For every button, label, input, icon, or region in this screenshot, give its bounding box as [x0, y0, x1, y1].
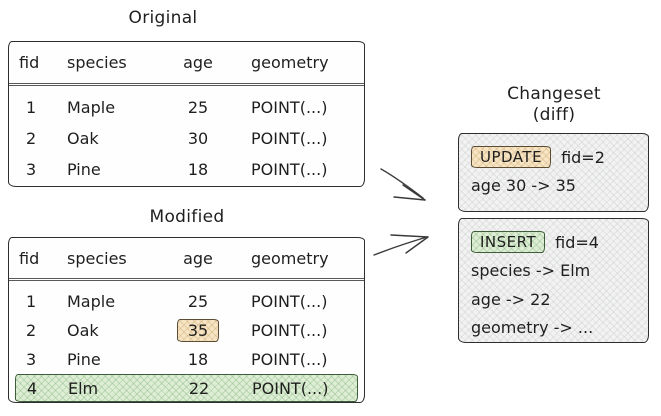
- column-header-geometry: geometry: [251, 248, 329, 268]
- arrow-original-to-changeset: [380, 168, 426, 201]
- insert-entry-header: INSERT fid=4: [471, 227, 636, 257]
- arrow-modified-to-changeset: [373, 234, 429, 256]
- changeset-subtitle: (diff): [532, 105, 576, 125]
- cell-fid: 3: [26, 160, 37, 179]
- insert-change-line: age -> 22: [471, 289, 551, 309]
- cell-fid: 1: [26, 98, 37, 117]
- cell-species: Oak: [67, 129, 99, 148]
- column-header-fid: fid: [19, 53, 40, 72]
- cell-age: 18: [187, 160, 209, 179]
- cell-geometry: POINT(...): [251, 292, 328, 311]
- table-row: 2 Oak 30 POINT(...): [9, 123, 364, 154]
- cell-age: 22: [188, 378, 210, 398]
- modified-table: fid species age geometry 1 Maple 25 POIN…: [8, 237, 365, 403]
- cell-fid: 2: [26, 321, 37, 340]
- insert-badge: INSERT: [471, 231, 546, 253]
- cell-species: Elm: [68, 378, 99, 398]
- column-header-geometry: geometry: [251, 53, 329, 72]
- column-header-age: age: [183, 53, 213, 72]
- table-row: 3 Pine 18 POINT(...): [9, 154, 364, 185]
- inserted-row-highlight: 4 Elm 22 POINT(...): [15, 374, 358, 402]
- cell-age-changed: 35: [163, 319, 233, 342]
- cell-age: 25: [187, 98, 209, 117]
- modified-table-title: Modified: [149, 207, 225, 227]
- cell-geometry: POINT(...): [251, 321, 328, 340]
- modified-table-body: 1 Maple 25 POINT(...) 2 Oak 35 POINT(...…: [9, 281, 364, 402]
- cell-age: 30: [187, 129, 209, 148]
- modified-table-header: fid species age geometry: [9, 238, 364, 281]
- cell-fid: 1: [26, 292, 37, 311]
- cell-geometry: POINT(...): [251, 350, 328, 369]
- column-header-species: species: [67, 53, 127, 72]
- insert-change-line: species -> Elm: [471, 261, 591, 280]
- cell-species: Oak: [67, 321, 99, 340]
- column-header-fid: fid: [19, 248, 40, 268]
- cell-fid: 4: [27, 378, 38, 398]
- changeset-insert-entry: INSERT fid=4 species -> Elm age -> 22 ge…: [458, 218, 649, 343]
- table-row: 3 Pine 18 POINT(...): [9, 345, 364, 374]
- cell-species: Pine: [67, 350, 101, 369]
- table-row: 1 Maple 25 POINT(...): [9, 287, 364, 316]
- changeset-title: Changeset (diff): [458, 84, 650, 126]
- cell-age: 18: [187, 350, 209, 369]
- cell-geometry: POINT(...): [251, 98, 328, 117]
- cell-geometry: POINT(...): [251, 129, 328, 148]
- update-entry-header: UPDATE fid=2: [471, 142, 636, 172]
- table-row: 2 Oak 35 POINT(...): [9, 316, 364, 345]
- update-badge: UPDATE: [471, 146, 552, 168]
- table-row: 1 Maple 25 POINT(...): [9, 92, 364, 123]
- original-table-header: fid species age geometry: [9, 42, 364, 86]
- column-header-species: species: [67, 248, 127, 268]
- original-table-body: 1 Maple 25 POINT(...) 2 Oak 30 POINT(...…: [9, 86, 364, 185]
- changeset-title-line: Changeset: [507, 84, 601, 104]
- insert-change-line: geometry -> ...: [471, 318, 594, 337]
- cell-fid: 2: [26, 129, 37, 148]
- column-header-age: age: [183, 248, 213, 268]
- cell-species: Maple: [67, 292, 116, 311]
- update-change-line: age 30 -> 35: [471, 176, 576, 195]
- original-table-title: Original: [128, 8, 198, 28]
- changed-age-highlight: 35: [176, 319, 220, 342]
- update-fid-key: fid=2: [561, 147, 605, 167]
- cell-geometry: POINT(...): [251, 160, 328, 179]
- cell-species: Maple: [67, 98, 116, 117]
- cell-species: Pine: [67, 160, 101, 179]
- insert-fid-key: fid=4: [555, 232, 599, 252]
- changeset-update-entry: UPDATE fid=2 age 30 -> 35: [458, 133, 649, 212]
- original-table: fid species age geometry 1 Maple 25 POIN…: [8, 41, 365, 187]
- cell-geometry: POINT(...): [252, 378, 329, 398]
- cell-age: 25: [187, 292, 209, 311]
- cell-fid: 3: [26, 350, 37, 369]
